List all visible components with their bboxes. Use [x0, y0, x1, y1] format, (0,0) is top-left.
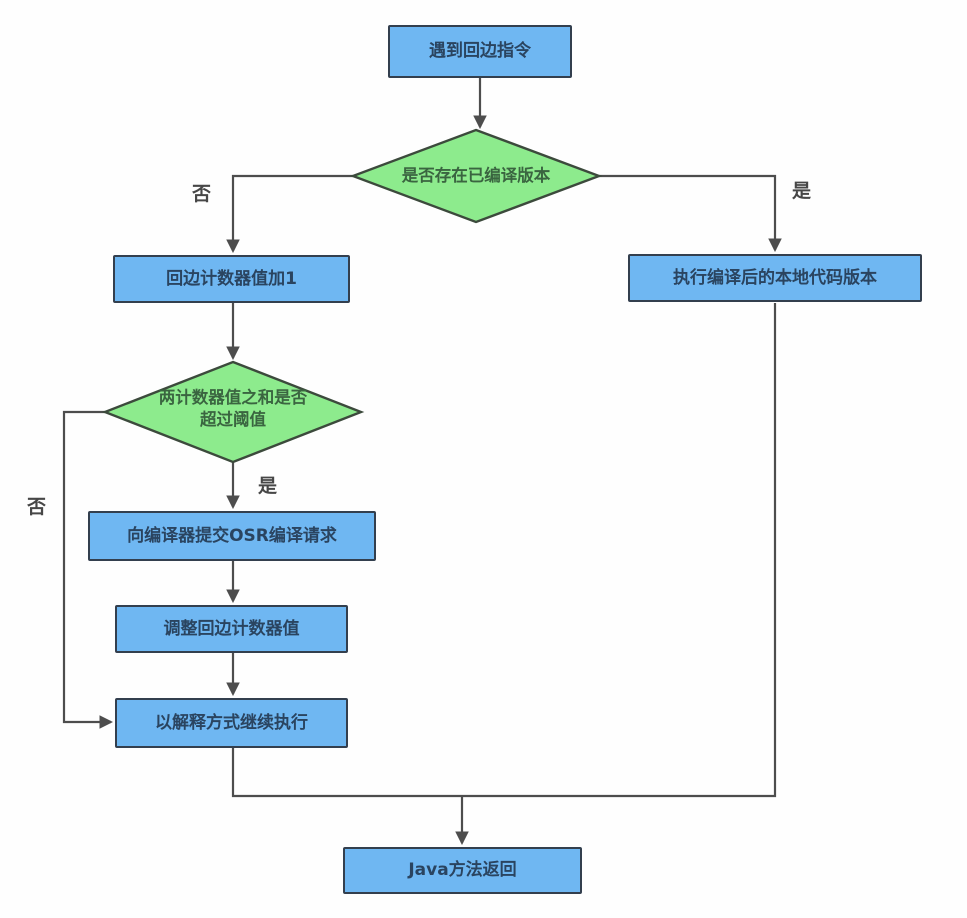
edge-decision1-yes-to-exec-native: [599, 174, 782, 253]
node-exec-native: 执行编译后的本地代码版本: [628, 254, 922, 302]
node-submit-osr: 向编译器提交OSR编译请求: [88, 511, 376, 561]
decision-label-has-compiled-version: 是否存在已编译版本: [401, 166, 551, 185]
node-interpret-continue: 以解释方式继续执行: [115, 698, 348, 748]
edge-label-yes-compiled: 是: [792, 180, 812, 202]
node-increment-counter: 回边计数器值加1: [113, 255, 350, 303]
node-start: 遇到回边指令: [388, 25, 572, 78]
node-adjust-counter: 调整回边计数器值: [115, 605, 348, 653]
decision-has-compiled-version: [349, 128, 603, 224]
decision-threshold-check: [101, 360, 365, 464]
edge-decision1-no-to-increment: [226, 174, 353, 254]
edge-label-no-threshold: 否: [27, 496, 47, 518]
edge-label-no-compiled: 否: [192, 183, 212, 205]
edge-merge-line: [231, 303, 777, 798]
edge-decision2-no-to-interpret: [62, 410, 114, 729]
edge-label-yes-threshold: 是: [258, 475, 278, 497]
node-java-return: Java方法返回: [343, 847, 582, 894]
decision-label-threshold-check: 两计数器值之和是否超过阈值: [158, 388, 308, 430]
